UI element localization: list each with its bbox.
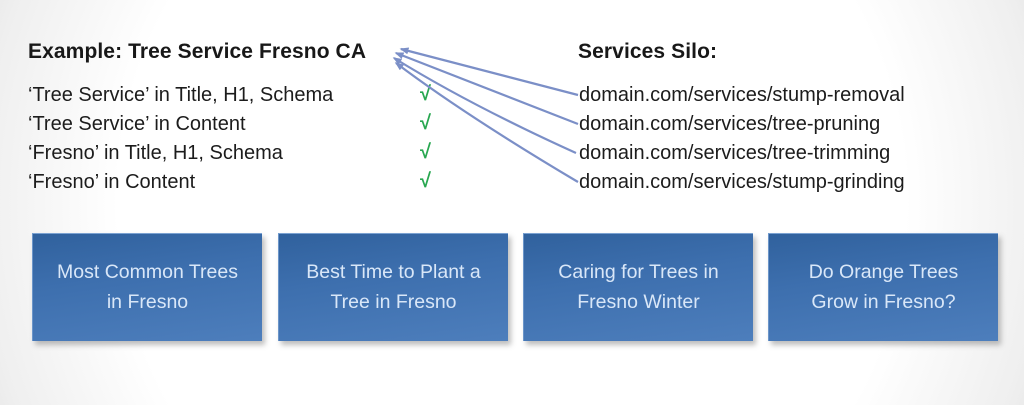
silo-url: domain.com/services/stump-grinding — [579, 171, 905, 193]
article-box-orange-trees[interactable]: Do Orange Trees Grow in Fresno? — [768, 233, 998, 341]
silo-url: domain.com/services/tree-trimming — [579, 142, 891, 164]
checklist-row: ‘Tree Service’ in Content √ — [28, 110, 431, 139]
checklist-item-label: ‘Tree Service’ in Title, H1, Schema — [28, 84, 334, 106]
checkmark-icon: √ — [420, 170, 431, 192]
checkmark-icon: √ — [420, 112, 431, 134]
silo-url: domain.com/services/stump-removal — [579, 84, 905, 106]
checkmark-icon: √ — [420, 141, 431, 163]
silo-url: domain.com/services/tree-pruning — [579, 113, 881, 135]
checklist-row: ‘Fresno’ in Content √ — [28, 168, 431, 197]
checklist-row: ‘Fresno’ in Title, H1, Schema √ — [28, 139, 431, 168]
services-silo-title: Services Silo: — [578, 40, 718, 63]
checklist-item-label: ‘Fresno’ in Content — [28, 171, 196, 193]
article-box-best-time-to-plant[interactable]: Best Time to Plant a Tree in Fresno — [278, 233, 508, 341]
example-page-title: Example: Tree Service Fresno CA — [28, 40, 367, 63]
checklist-row: ‘Tree Service’ in Title, H1, Schema √ — [28, 81, 431, 110]
checklist-item-label: ‘Fresno’ in Title, H1, Schema — [28, 142, 283, 164]
example-checklist: ‘Tree Service’ in Title, H1, Schema √ ‘T… — [28, 81, 431, 197]
article-box-most-common-trees[interactable]: Most Common Trees in Fresno — [32, 233, 262, 341]
checkmark-icon: √ — [420, 83, 431, 105]
checklist-item-label: ‘Tree Service’ in Content — [28, 113, 246, 135]
article-box-caring-winter[interactable]: Caring for Trees in Fresno Winter — [523, 233, 753, 341]
silo-url-list: domain.com/services/stump-removal domain… — [579, 81, 905, 197]
